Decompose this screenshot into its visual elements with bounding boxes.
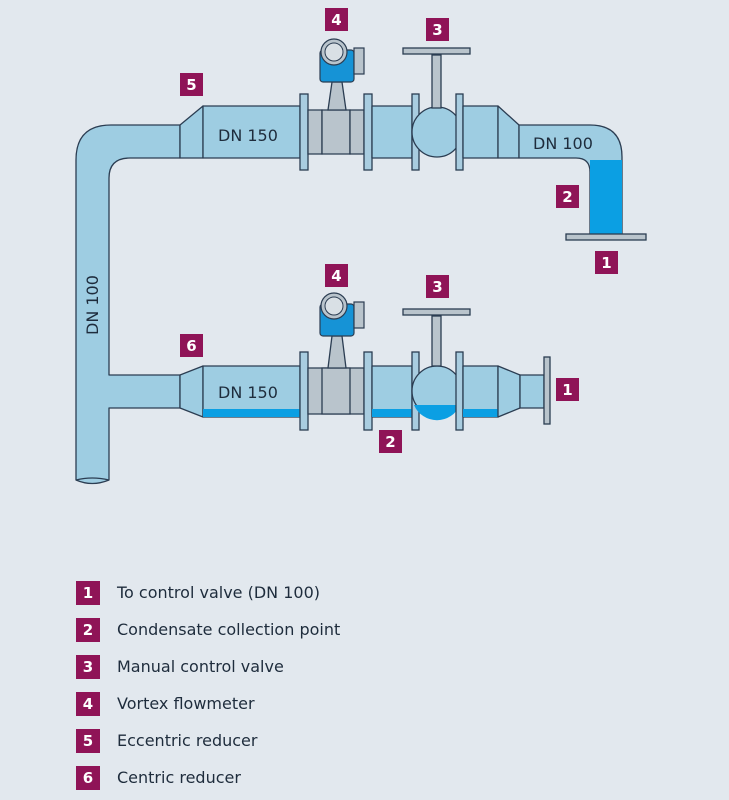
top-meter-body — [307, 109, 323, 155]
top-transmitter-icon — [319, 38, 365, 83]
bottom-mid-pipe — [371, 365, 413, 418]
legend-item: 4 Vortex flowmeter — [76, 685, 340, 722]
svg-text:5: 5 — [186, 76, 196, 94]
legend-item: 2 Condensate collection point — [76, 611, 340, 648]
badge-bottom-outlet: 1 — [556, 378, 579, 401]
legend-number: 4 — [76, 691, 100, 716]
badge-bottom-condensate: 2 — [379, 430, 402, 453]
legend-item: 3 Manual control valve — [76, 648, 340, 685]
svg-text:6: 6 — [186, 337, 196, 355]
legend-item: 6 Centric reducer — [76, 759, 340, 796]
bottom-after-valve-pipe — [462, 365, 499, 418]
top-valve-flange-right — [455, 93, 464, 171]
badge-top-condensate: 2 — [556, 185, 579, 208]
legend-label: Centric reducer — [117, 768, 241, 787]
svg-text:2: 2 — [385, 433, 395, 451]
legend: 1 To control valve (DN 100) 2 Condensate… — [76, 574, 340, 796]
badge-top-reducer: 5 — [180, 73, 203, 96]
bottom-valve-water — [414, 405, 460, 421]
badge-bottom-reducer: 6 — [180, 334, 203, 357]
top-meter-flange-right — [363, 93, 373, 171]
legend-label: Eccentric reducer — [117, 731, 258, 750]
badge-bottom-meter: 4 — [325, 264, 348, 287]
top-mid-pipe — [371, 105, 413, 159]
badge-top-meter: 4 — [325, 8, 348, 31]
top-outlet-flange — [565, 233, 647, 241]
top-dn150-pipe — [202, 105, 301, 159]
bottom-valve-handwheel-icon — [402, 308, 471, 367]
svg-text:1: 1 — [562, 381, 572, 399]
legend-number: 3 — [76, 654, 100, 679]
legend-label: Manual control valve — [117, 657, 284, 676]
svg-text:1: 1 — [601, 254, 611, 272]
top-meter-tube — [321, 109, 351, 155]
top-meter-neck — [327, 81, 347, 111]
top-after-valve-pipe — [462, 105, 499, 159]
bottom-outlet-pipe — [519, 374, 545, 409]
top-eccentric-reducer — [179, 105, 204, 159]
legend-label: Vortex flowmeter — [117, 694, 255, 713]
bottom-meter-neck — [327, 335, 347, 369]
badge-top-valve: 3 — [426, 18, 449, 41]
bottom-condensate-3 — [463, 409, 498, 417]
riser-label: DN 100 — [83, 275, 102, 335]
legend-label: Condensate collection point — [117, 620, 341, 639]
bottom-meter-flange-right — [363, 351, 373, 431]
top-outlet-reducer — [497, 105, 520, 159]
legend-number: 2 — [76, 617, 100, 642]
bottom-dn150-pipe — [202, 365, 301, 418]
svg-text:4: 4 — [331, 11, 341, 29]
bottom-transmitter-icon — [319, 292, 365, 337]
top-valve-ball — [411, 106, 463, 158]
top-valve-handwheel-icon — [402, 47, 471, 109]
svg-text:4: 4 — [331, 267, 341, 285]
legend-label: To control valve (DN 100) — [117, 583, 320, 602]
top-condensate-fill — [590, 160, 622, 236]
top-meter-body-r — [349, 109, 365, 155]
bottom-dn150-label: DN 150 — [218, 383, 278, 402]
bottom-valve-flange-right — [455, 351, 464, 431]
bottom-centric-reducer — [179, 365, 204, 418]
top-dn150-label: DN 150 — [218, 126, 278, 145]
legend-number: 6 — [76, 765, 100, 790]
bottom-outlet-flange — [543, 356, 551, 425]
bottom-meter-flange-left — [299, 351, 309, 431]
riser-pipe — [75, 124, 181, 485]
legend-number: 5 — [76, 728, 100, 753]
legend-number: 1 — [76, 580, 100, 605]
svg-text:2: 2 — [562, 188, 572, 206]
legend-item: 5 Eccentric reducer — [76, 722, 340, 759]
legend-item: 1 To control valve (DN 100) — [76, 574, 340, 611]
riser-bottom-edge — [75, 477, 110, 481]
svg-text:3: 3 — [432, 21, 442, 39]
bottom-meter-tube — [321, 367, 351, 415]
top-dn100-label: DN 100 — [533, 134, 593, 153]
badge-bottom-valve: 3 — [426, 275, 449, 298]
bottom-condensate-2 — [372, 409, 412, 417]
badge-top-outlet: 1 — [595, 251, 618, 274]
top-meter-flange-left — [299, 93, 309, 171]
bottom-condensate-1 — [203, 409, 300, 417]
bottom-outlet-reducer — [497, 365, 521, 418]
svg-text:3: 3 — [432, 278, 442, 296]
